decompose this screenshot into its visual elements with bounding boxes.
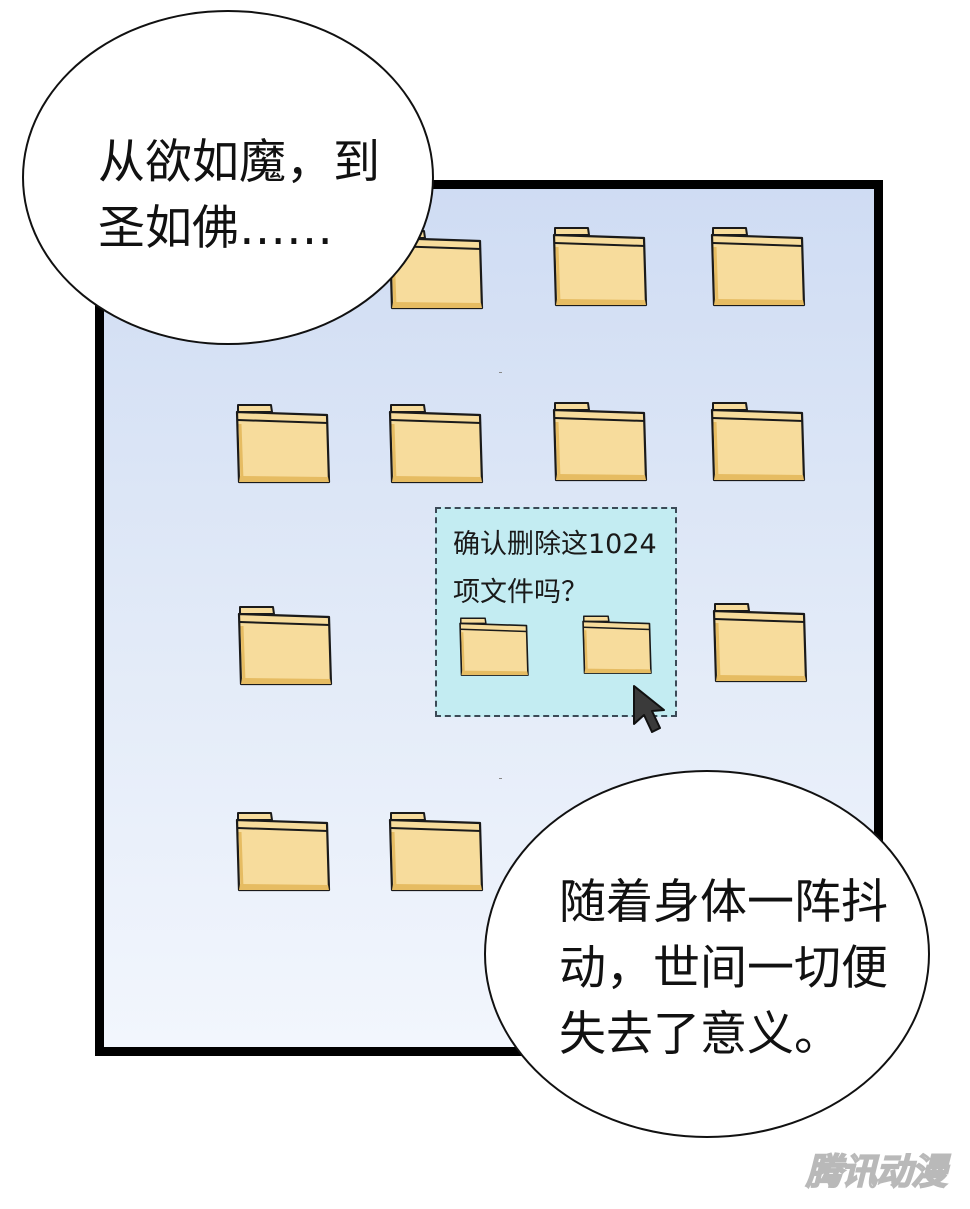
folder-icon[interactable] (457, 616, 531, 678)
dialog-message: 确认删除这1024项文件吗？ (453, 529, 657, 608)
speech-bubble-top: 从欲如魔，到 圣如佛…… (22, 10, 434, 345)
dust-speck (499, 372, 502, 373)
watermark-logo: 腾讯动漫 (797, 1146, 955, 1194)
svg-text:腾讯动漫: 腾讯动漫 (805, 1152, 951, 1193)
dust-speck (499, 778, 502, 779)
delete-confirm-dialog[interactable]: 确认删除这1024项文件吗？ (435, 507, 677, 717)
folder-icon[interactable] (235, 402, 331, 486)
folder-icon[interactable] (388, 810, 484, 894)
folder-icon[interactable] (235, 810, 331, 894)
mouse-pointer-icon (633, 685, 665, 733)
speech-text-bottom: 随着身体一阵抖 动，世间一切便 失去了意义。 (559, 875, 888, 1062)
folder-icon[interactable] (552, 400, 648, 484)
folder-icon[interactable] (710, 400, 806, 484)
folder-icon[interactable] (552, 225, 648, 309)
folder-icon[interactable] (237, 604, 333, 688)
folder-icon[interactable] (710, 225, 806, 309)
folder-icon[interactable] (712, 601, 808, 685)
folder-icon[interactable] (580, 614, 654, 676)
folder-icon[interactable] (388, 402, 484, 486)
speech-bubble-bottom: 随着身体一阵抖 动，世间一切便 失去了意义。 (484, 770, 930, 1138)
speech-text-top: 从欲如魔，到 圣如佛…… (98, 135, 380, 256)
